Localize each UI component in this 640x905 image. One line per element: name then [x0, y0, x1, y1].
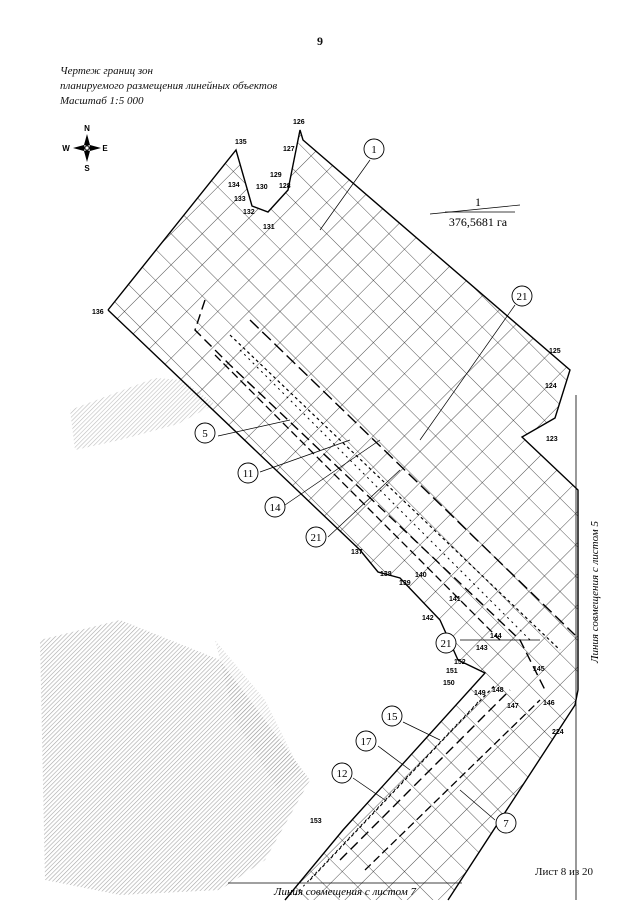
zone-marker-label: 21 [311, 532, 322, 544]
zone-marker-label: 17 [361, 736, 373, 748]
zone-marker-label: 7 [503, 818, 509, 830]
boundary-point-label: 145 [533, 666, 545, 673]
title-line-3: Масштаб 1:5 000 [60, 95, 144, 107]
boundary-point-label: 151 [446, 668, 458, 675]
zone-1-boundary-lower [107, 309, 487, 901]
page-number: 9 [317, 34, 323, 48]
boundary-point-label: 153 [310, 818, 322, 825]
terrain-hatch-area [215, 640, 300, 790]
boundary-point-label: 130 [256, 184, 268, 191]
title-line-2: планируемого размещения линейных объекто… [60, 80, 278, 92]
boundary-point-label: 141 [449, 596, 461, 603]
boundary-point-label: 146 [543, 700, 555, 707]
boundary-point-label: 143 [476, 645, 488, 652]
boundary-point-label: 133 [234, 196, 246, 203]
zone-marker-label: 15 [387, 711, 399, 723]
terrain-hatch-area [70, 378, 215, 450]
terrain-hatch-area [40, 620, 310, 895]
boundary-point-label: 150 [443, 680, 455, 687]
boundary-point-label: 147 [507, 703, 519, 710]
boundary-point-label: 126 [293, 119, 305, 126]
zone-marker-label: 12 [337, 768, 348, 780]
boundary-point-label: 128 [279, 183, 291, 190]
zone-marker-circle [264, 496, 286, 518]
compass-w: W [62, 144, 70, 153]
boundary-point-label: 135 [235, 139, 247, 146]
boundary-point-label: 142 [422, 615, 434, 622]
zone-marker-label: 21 [441, 638, 452, 650]
area-zone-number: 1 [475, 195, 481, 209]
zone-marker-label: 21 [517, 291, 528, 303]
boundary-point-label: 134 [228, 182, 240, 189]
zone-marker-circle [363, 138, 385, 160]
boundary-point-label: 140 [415, 572, 427, 579]
zone-marker-circle [511, 285, 533, 307]
boundary-point-label: 132 [243, 209, 255, 216]
zone-marker-circle [331, 762, 353, 784]
zone-marker-label: 11 [243, 468, 254, 480]
boundary-point-label: 152 [454, 659, 466, 666]
zone-marker-circle [381, 705, 403, 727]
compass-s: S [84, 164, 90, 173]
boundary-point-label: 136 [92, 309, 104, 316]
title-line-1: Чертеж границ зон [60, 65, 153, 77]
boundary-point-label: 144 [490, 633, 502, 640]
zone-marker-circle [495, 812, 517, 834]
boundary-point-label: 224 [552, 729, 564, 736]
compass-e: E [102, 144, 108, 153]
sheet-number: Лист 8 из 20 [535, 866, 594, 878]
boundary-point-label: 137 [351, 549, 363, 556]
side-match-label: Линия совмещения с листом 5 [589, 521, 601, 664]
zone-marker-circle [237, 462, 259, 484]
boundary-point-label: 148 [492, 687, 504, 694]
zone-marker-circle [305, 526, 327, 548]
boundary-point-label: 138 [380, 571, 392, 578]
compass-rose-icon [73, 134, 101, 162]
zone-marker-label: 1 [371, 144, 377, 156]
boundary-point-label: 139 [399, 580, 411, 587]
area-value: 376,5681 га [449, 215, 508, 229]
bottom-match-label: Линия совмещения с листом 7 [273, 886, 416, 898]
compass-n: N [84, 124, 90, 133]
zone-1-boundary [107, 129, 579, 901]
boundary-point-label: 129 [270, 172, 282, 179]
corridor-lines [194, 299, 576, 896]
zone-marker-circle [194, 422, 216, 444]
zone-marker-label: 5 [202, 428, 208, 440]
boundary-point-label: 124 [545, 383, 557, 390]
boundary-point-label: 125 [549, 348, 561, 355]
boundary-point-label: 123 [546, 436, 558, 443]
zone-marker-label: 14 [270, 502, 282, 514]
boundary-point-label: 149 [474, 690, 486, 697]
boundary-point-label: 127 [283, 146, 295, 153]
boundary-point-label: 131 [263, 224, 275, 231]
leader-lines [217, 159, 540, 821]
zone-marker-circle [355, 730, 377, 752]
drawing-title: Чертеж границ зон планируемого размещени… [60, 64, 277, 109]
zone-marker-circle [435, 632, 457, 654]
